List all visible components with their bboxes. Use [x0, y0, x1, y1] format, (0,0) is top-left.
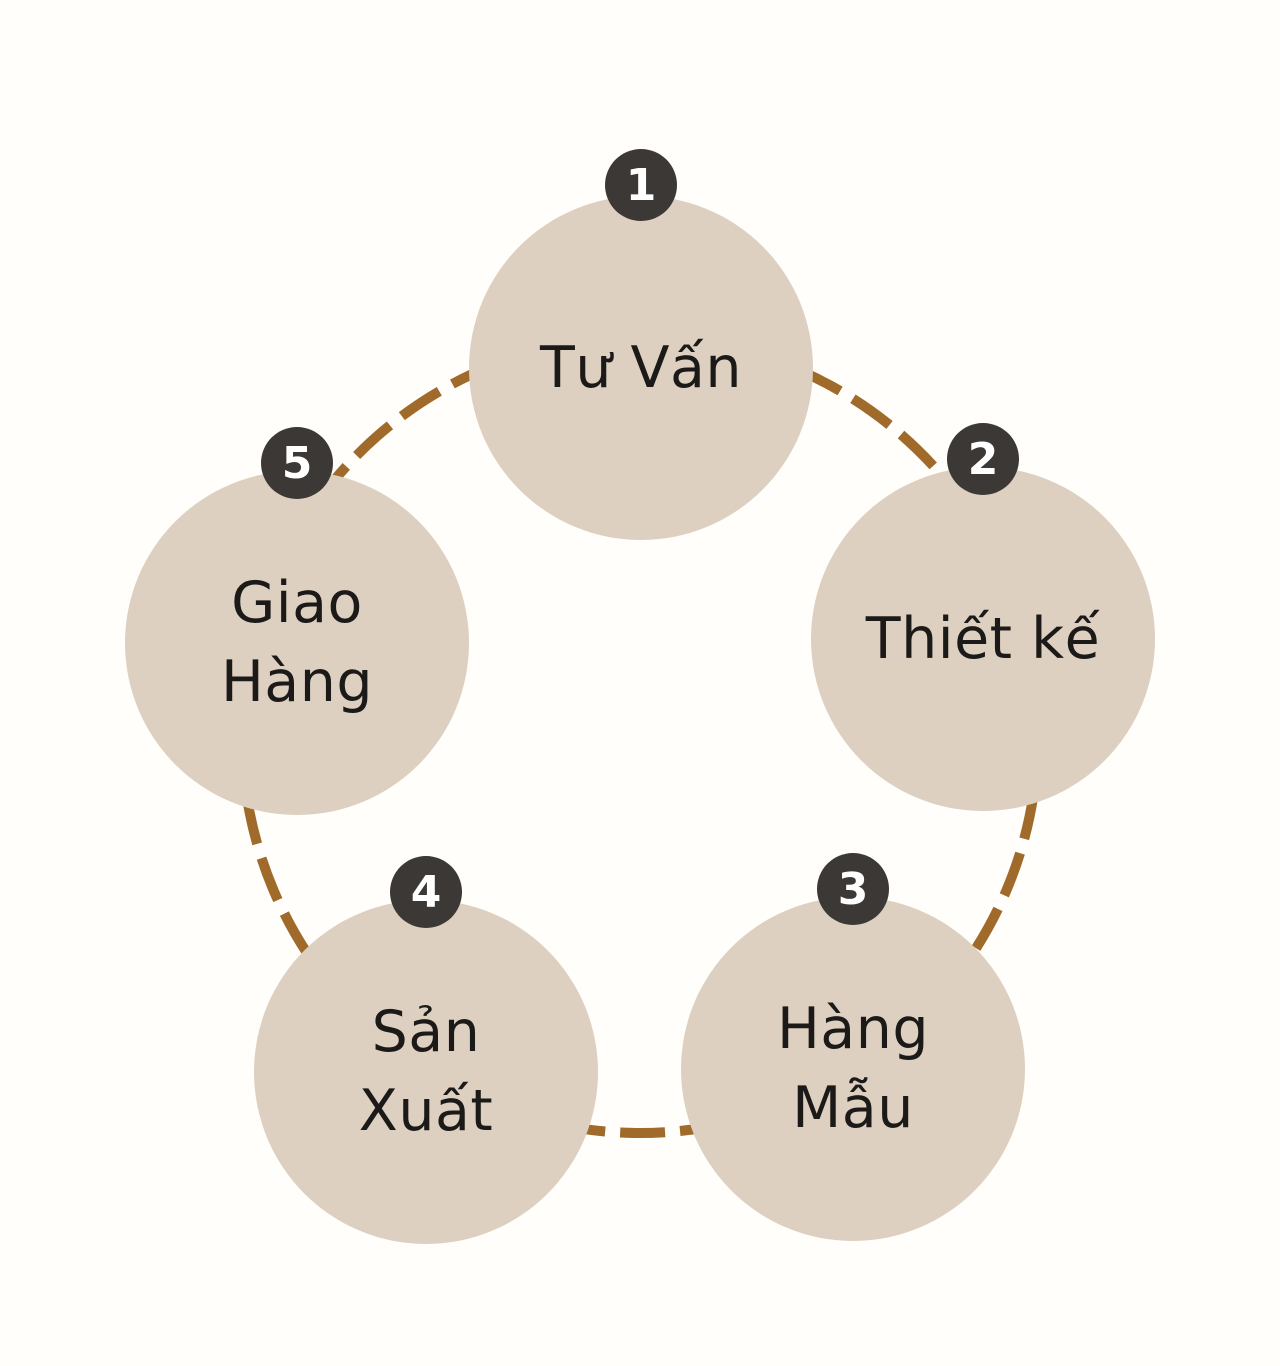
step-label: Sản Xuất [358, 999, 494, 1144]
step-circle-san-xuat: 4 Sản Xuất [254, 856, 598, 1244]
step-label: Giao Hàng [220, 570, 374, 715]
step-number-badge: 2 [947, 423, 1019, 495]
step-circle-giao-hang: 5 Giao Hàng [125, 427, 469, 815]
step-number-badge: 5 [261, 427, 333, 499]
step-number-badge: 1 [605, 149, 677, 221]
step-circle-tu-van: 1 Tư Vấn [469, 149, 813, 540]
step-circle-thiet-ke: 2 Thiết kế [811, 423, 1155, 811]
step-label: Tư Vấn [539, 334, 743, 401]
step-label: Hàng Mẫu [776, 996, 930, 1141]
step-number-badge: 4 [390, 856, 462, 928]
step-label: Thiết kế [865, 605, 1101, 672]
step-circle-hang-mau: 3 Hàng Mẫu [681, 853, 1025, 1241]
step-number-badge: 3 [817, 853, 889, 925]
